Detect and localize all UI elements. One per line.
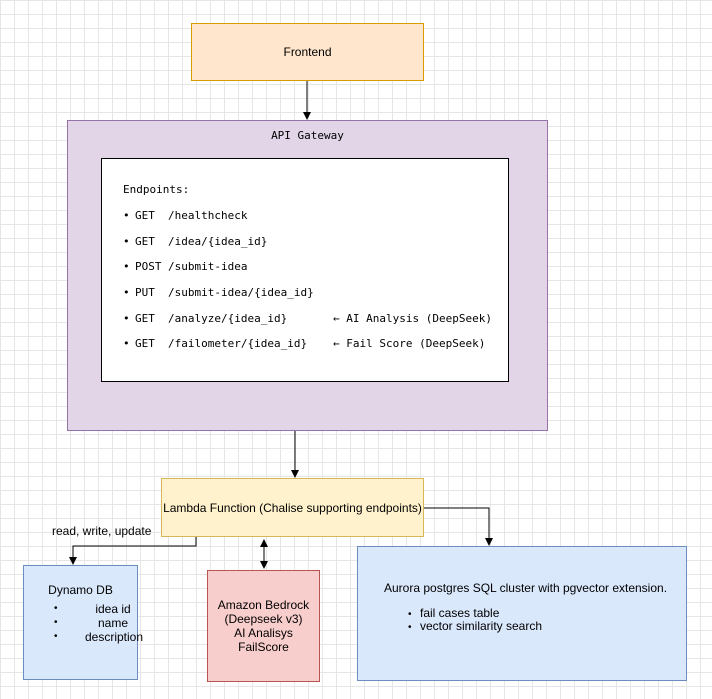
aurora-feature: vector similarity search — [420, 619, 543, 633]
endpoint-method: PUT — [135, 286, 155, 299]
bedrock-line: FailScore — [238, 640, 289, 654]
endpoint-method: GET — [135, 235, 155, 248]
endpoint-path: /healthcheck — [168, 209, 248, 222]
list-item: • idea id — [54, 602, 141, 616]
endpoint-note: ← Fail Score (DeepSeek) — [333, 337, 486, 350]
dynamo-db-attributes: • idea id • name • description — [54, 602, 144, 644]
endpoint-path: /submit-idea — [168, 260, 248, 273]
endpoint-method: POST — [135, 260, 162, 273]
bullet-icon: • — [408, 622, 412, 633]
bullet-icon: • — [123, 312, 130, 325]
bullet-icon: • — [54, 631, 58, 642]
endpoints-header: Endpoints: — [123, 183, 190, 196]
dynamo-attribute: idea id — [95, 602, 131, 616]
dynamo-attribute: name — [97, 616, 129, 630]
aurora-feature: fail cases table — [420, 606, 500, 620]
edge-lambda-dynamo — [69, 537, 197, 565]
endpoint-item: • GET/failometer/{idea_id} ← Fail Score (D… — [123, 337, 485, 350]
lambda-function-box: Lambda Function (Chalise supporting endp… — [161, 478, 424, 537]
endpoint-method: GET — [135, 337, 155, 350]
endpoint-item: • PUT/submit-idea/{idea_id} — [123, 286, 333, 299]
dynamo-db-box: Dynamo DB • idea id • name • description — [23, 565, 144, 680]
endpoint-note: ← AI Analysis (DeepSeek) — [333, 312, 492, 325]
bullet-icon: • — [54, 617, 58, 628]
bullet-icon: • — [123, 337, 130, 350]
bullet-icon: • — [123, 286, 130, 299]
aurora-features: • fail cases table • vector similarity sea… — [408, 606, 543, 634]
endpoint-path: /submit-idea/{idea_id} — [168, 286, 314, 299]
endpoint-path: /failometer/{idea_id} — [168, 337, 308, 350]
bullet-icon: • — [408, 609, 412, 620]
endpoint-method: GET — [135, 312, 155, 325]
list-item: • name — [54, 616, 141, 630]
endpoint-path: /idea/{idea_id} — [168, 235, 268, 248]
endpoint-item: • GET/idea/{idea_id} — [123, 235, 333, 248]
bedrock-line: Amazon Bedrock — [217, 598, 310, 612]
aurora-title: Aurora postgres SQL cluster with pgvecto… — [384, 581, 668, 595]
frontend-label: Frontend — [283, 45, 332, 59]
lambda-label: Lambda Function (Chalise supporting endp… — [163, 500, 422, 515]
bedrock-line: AI Analisys — [234, 626, 293, 640]
bullet-icon: • — [123, 209, 130, 222]
edge-lambda-aurora — [424, 507, 493, 546]
endpoint-method: GET — [135, 209, 155, 222]
list-item: • description — [54, 630, 144, 644]
aurora-cluster-box: Aurora postgres SQL cluster with pgvecto… — [357, 546, 687, 681]
list-item: • vector similarity search — [408, 619, 543, 634]
edge-label-read-write-update: read, write, update — [52, 524, 152, 538]
dynamo-attribute: description — [85, 630, 144, 644]
list-item: • fail cases table — [408, 606, 542, 621]
endpoints-box: Endpoints: • GET/healthcheck • GET/idea/{i… — [101, 158, 509, 382]
bullet-icon: • — [123, 260, 130, 273]
api-gateway-title: API Gateway — [271, 129, 344, 142]
bedrock-line: (Deepseek v3) — [224, 612, 303, 626]
dynamo-db-title: Dynamo DB — [48, 583, 113, 597]
frontend-box: Frontend — [191, 23, 424, 81]
bullet-icon: • — [123, 235, 130, 248]
amazon-bedrock-box: Amazon Bedrock (Deepseek v3) AI Analisys… — [207, 570, 320, 682]
endpoint-item: • POST/submit-idea — [123, 260, 333, 273]
bullet-icon: • — [54, 603, 58, 614]
endpoint-path: /analyze/{idea_id} — [168, 312, 288, 325]
endpoint-item: • GET/analyze/{idea_id} ← AI Analysis (Dee… — [123, 312, 492, 325]
endpoint-item: • GET/healthcheck — [123, 209, 333, 222]
